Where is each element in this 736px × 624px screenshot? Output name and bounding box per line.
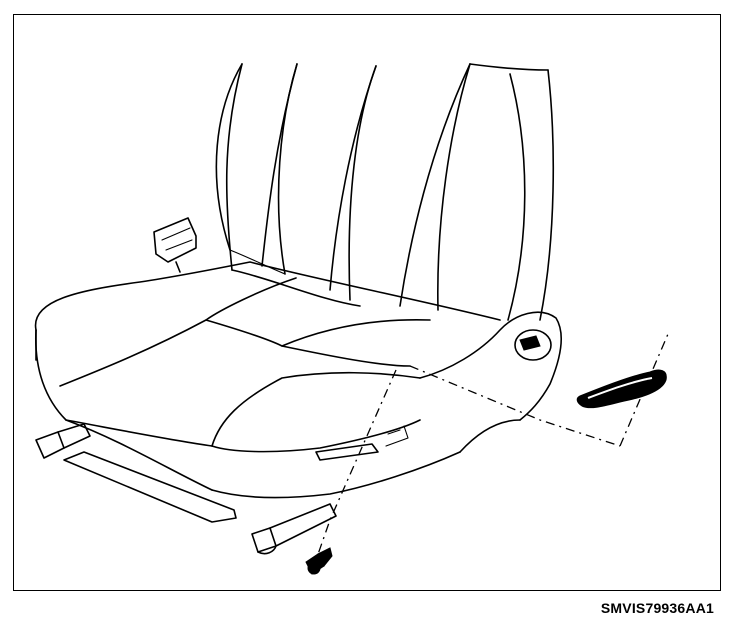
seat-lever — [315, 425, 409, 461]
recliner-plate — [419, 311, 562, 453]
seat-cushion — [34, 261, 501, 499]
seat-rail-rear — [35, 423, 237, 523]
seat-belt-buckle — [153, 217, 197, 273]
seat-rail-front — [251, 503, 337, 555]
recliner-lever-handle — [576, 369, 667, 409]
figure-id-label: SMVIS79936AA1 — [600, 600, 714, 616]
assembly-guide-lines — [315, 333, 669, 561]
figure-frame — [13, 14, 721, 591]
recliner-knob — [514, 329, 552, 361]
seat-back — [215, 63, 555, 321]
mounting-screw — [305, 547, 333, 575]
